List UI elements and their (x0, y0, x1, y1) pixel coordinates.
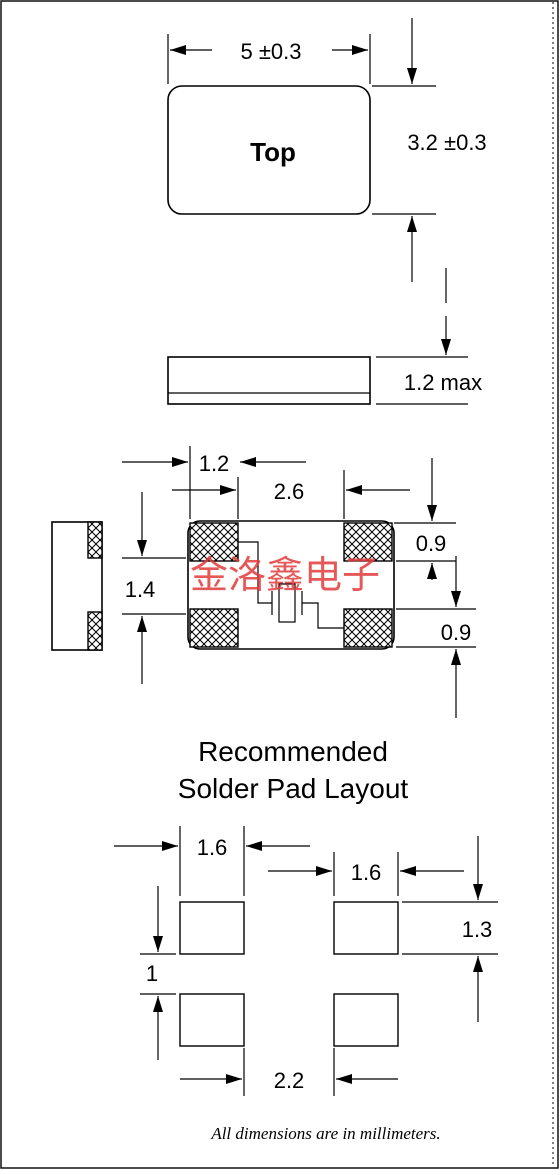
pad-width-arrow-right (240, 457, 256, 467)
right-pad-width-arrow-right (400, 866, 416, 876)
solder-pad-layout: Recommended Solder Pad Layout 1.6 1.6 1.… (114, 736, 498, 1096)
right-pad-width-dim-label: 1.6 (351, 860, 382, 885)
end-view-terminal-bottom (87, 611, 103, 651)
internal-trace-right (302, 602, 344, 629)
solder-pad-top-left (179, 901, 245, 955)
pad-height-bottom-arrow-lower (451, 649, 461, 665)
height-arrow-bottom (407, 216, 417, 232)
solder-pad-height-arrow-lower (473, 956, 483, 972)
internal-trace-left (238, 541, 272, 604)
pad-width-arrow-left (172, 457, 188, 467)
pad-width-dim-label: 1.2 (199, 451, 230, 476)
pad-top-right (343, 522, 393, 562)
side-view-package-outline (167, 356, 371, 405)
pad-pitch-arrow-upper (137, 540, 147, 556)
left-pad-width-arrow-right (246, 841, 262, 851)
solder-pad-bottom-left (179, 993, 245, 1047)
pad-height-top-arrow (427, 505, 437, 521)
thickness-arrow-top (441, 339, 451, 355)
left-pad-width-dim-label: 1.6 (197, 835, 228, 860)
solder-pad-bottom-right (333, 993, 399, 1047)
horizontal-gap-dim-label: 2.2 (274, 1068, 305, 1093)
pad-pitch-arrow-lower (137, 616, 147, 632)
vertical-gap-dim-label: 1 (146, 961, 158, 986)
vertical-gap-arrow-upper (153, 936, 163, 952)
solder-pad-height-dim-label: 1.3 (462, 917, 493, 942)
pad-height-top-dim-label: 0.9 (416, 531, 447, 556)
vertical-gap-arrow-lower (153, 996, 163, 1012)
thickness-dim-label: 1.2 max (404, 370, 482, 395)
pad-top-left (189, 522, 239, 562)
horizontal-gap-arrow-right (336, 1074, 352, 1084)
top-view-label: Top (250, 137, 296, 167)
pad-height-top-arrow-lower (427, 563, 437, 579)
crystal-symbol (278, 583, 296, 623)
width-arrow-right (352, 45, 368, 55)
top-view: Top 5 ±0.3 3.2 ±0.3 (167, 18, 487, 282)
solder-pad-height-arrow-upper (473, 884, 483, 900)
pad-pitch-dim-label: 1.4 (125, 577, 156, 602)
horizontal-gap-arrow-left (226, 1074, 242, 1084)
width-arrow-left (170, 45, 186, 55)
height-arrow-top (407, 68, 417, 84)
bottom-view-package-outline (187, 520, 395, 650)
solder-layout-title-line2: Solder Pad Layout (178, 773, 409, 804)
pad-gap-arrow-left (220, 485, 236, 495)
height-dim-label: 3.2 ±0.3 (407, 130, 486, 155)
end-view-outline (51, 521, 103, 651)
pad-bottom-right (343, 608, 393, 648)
pad-bottom-left (189, 608, 239, 648)
pad-height-bottom-arrow-upper (451, 591, 461, 607)
side-view: 1.2 max (167, 268, 482, 405)
end-view-terminal-top (87, 521, 103, 559)
pad-height-bottom-dim-label: 0.9 (441, 620, 472, 645)
left-pad-width-arrow-left (162, 841, 178, 851)
pad-gap-arrow-right (346, 485, 362, 495)
solder-pad-top-right (333, 901, 399, 955)
watermark-text: 金洛鑫电子 (190, 553, 380, 597)
right-pad-width-arrow-left (316, 866, 332, 876)
footnote: All dimensions are in millimeters. (210, 1124, 440, 1143)
width-dim-label: 5 ±0.3 (240, 39, 301, 64)
solder-layout-title-line1: Recommended (198, 736, 388, 767)
bottom-view: 金洛鑫电子 1.2 2.6 0.9 0.9 (51, 446, 476, 718)
top-view-package-outline (167, 85, 371, 215)
pad-gap-dim-label: 2.6 (274, 479, 305, 504)
